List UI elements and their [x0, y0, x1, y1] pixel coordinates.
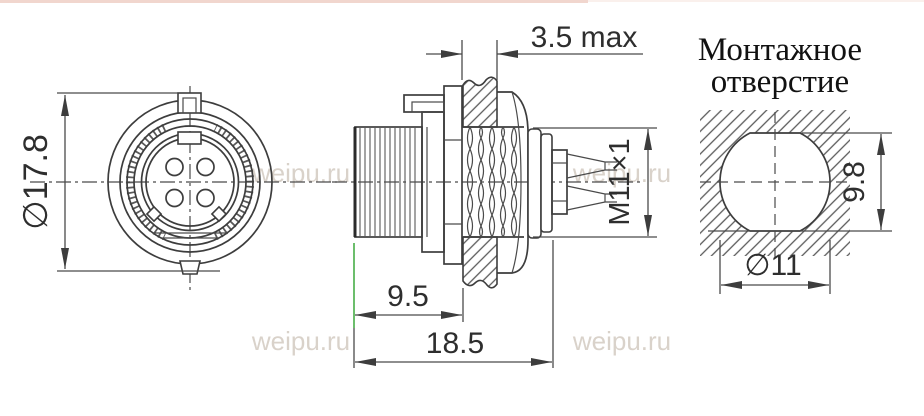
hole-height-label: 9.8	[838, 161, 871, 203]
dimension-panel-thickness: 3.5 max	[426, 21, 643, 80]
dimension-hole-diameter: ∅11	[719, 240, 831, 294]
panel-hatch-top	[462, 76, 498, 128]
total-length-label: 18.5	[426, 327, 484, 360]
solder-pins	[566, 153, 617, 211]
latch-step-inner	[411, 101, 445, 113]
rear-insulator	[551, 149, 568, 215]
knurl-lines	[359, 128, 416, 236]
thread-flanks	[466, 126, 518, 239]
arrowhead-up	[877, 134, 885, 155]
pin-hole-4	[196, 188, 215, 208]
watermark-text: weipu.ru	[572, 326, 671, 356]
dimension-hole-height: 9.8	[708, 132, 892, 232]
panel-hatch-field	[700, 110, 850, 256]
front-view: ∅17.8	[17, 86, 337, 290]
arrowhead-left	[497, 50, 518, 58]
rear-flange-plate	[443, 85, 463, 265]
front-diameter-label: ∅17.8	[17, 134, 55, 230]
thread-section	[463, 126, 524, 239]
side-view: 3.5 max M11×1 9.5 18.5	[332, 21, 657, 368]
top-pink-strip	[0, 0, 588, 3]
mounting-hole-title-line1: Монтажное	[698, 32, 862, 68]
rear-disc	[540, 133, 553, 233]
arrowhead-right	[441, 311, 462, 319]
front-length-label: 9.5	[387, 280, 429, 313]
arrowhead-up	[61, 95, 69, 116]
arrowhead-right	[531, 358, 552, 366]
top-keyway-notch	[177, 131, 202, 145]
arrowhead-left	[355, 311, 376, 319]
thread-label: M11×1	[604, 138, 636, 225]
watermarks: weipu.ru weipu.ru weipu.ru weipu.ru	[251, 158, 671, 356]
pin-hole-2	[196, 157, 215, 177]
top-key-tab-inner	[182, 97, 197, 114]
bottom-tab	[178, 260, 202, 275]
arrowhead-up	[644, 129, 652, 150]
pin-hole-3	[165, 188, 184, 208]
pin-hole-1	[165, 157, 184, 177]
mounting-hole-view: Монтажное отверстие 9.8 ∅11	[698, 32, 892, 294]
panel-thickness-label: 3.5 max	[531, 21, 638, 54]
arrowhead-down	[61, 248, 69, 269]
arrowhead-left	[355, 358, 376, 366]
hole-diameter-label: ∅11	[744, 249, 801, 282]
latch-step	[403, 94, 445, 113]
arrowhead-left	[721, 281, 742, 289]
arrowhead-right	[441, 50, 462, 58]
mounting-hole-title-line2: отверстие	[711, 64, 849, 100]
dimension-front-length: 9.5	[353, 243, 464, 368]
knurl-ring-circle	[126, 118, 254, 246]
arrowhead-down	[644, 215, 652, 236]
arrowhead-down	[877, 209, 885, 230]
knurl-ticks-right	[213, 123, 255, 241]
dimension-front-diameter: ∅17.8	[17, 92, 220, 272]
dimension-thread: M11×1	[533, 127, 657, 238]
washer	[527, 128, 542, 239]
watermark-text: weipu.ru	[251, 158, 350, 188]
bottom-right-keyway	[210, 205, 228, 223]
panel-hatch-bottom	[462, 236, 498, 289]
dimension-total-length: 18.5	[355, 240, 554, 368]
watermark-text: weipu.ru	[251, 326, 350, 356]
arrowhead-right	[808, 281, 829, 289]
bottom-left-keyway	[145, 205, 163, 223]
knurl-ticks-left	[125, 123, 167, 241]
top-key-tab	[177, 92, 202, 114]
top-pink-strip-faint	[588, 0, 924, 2]
